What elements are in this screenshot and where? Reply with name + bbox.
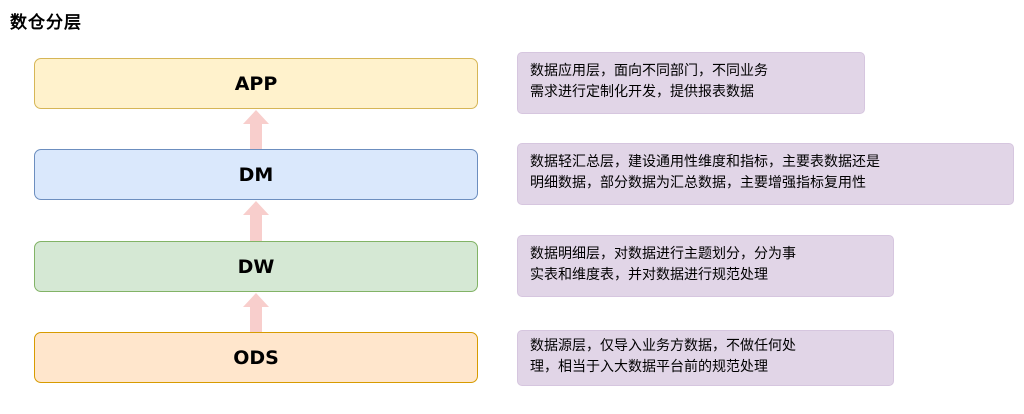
layer-dm-box: DM [34,149,478,200]
layer-dm-label: DM [238,163,274,186]
description-line: 实表和维度表，并对数据进行规范处理 [530,267,768,283]
arrow-up-icon [243,293,269,333]
description-line: 数据应用层，面向不同部门，不同业务 [530,63,768,79]
page-title: 数仓分层 [10,13,82,33]
description-ods: 数据源层，仅导入业务方数据，不做任何处 理，相当于入大数据平台前的规范处理 [517,330,894,386]
layer-dw-label: DW [237,255,275,278]
description-line: 数据明细层，对数据进行主题划分，分为事 [530,246,796,262]
layer-dw-box: DW [34,241,478,292]
description-line: 明细数据，部分数据为汇总数据，主要增强指标复用性 [530,175,866,191]
description-line: 理，相当于入大数据平台前的规范处理 [530,359,768,375]
description-line: 需求进行定制化开发，提供报表数据 [530,84,754,100]
description-app: 数据应用层，面向不同部门，不同业务 需求进行定制化开发，提供报表数据 [517,52,865,114]
layer-app-label: APP [234,72,278,95]
layer-ods-box: ODS [34,332,478,383]
description-dw: 数据明细层，对数据进行主题划分，分为事 实表和维度表，并对数据进行规范处理 [517,235,894,297]
layer-ods-label: ODS [233,346,279,369]
description-line: 数据源层，仅导入业务方数据，不做任何处 [530,338,796,354]
layer-app-box: APP [34,58,478,109]
description-line: 数据轻汇总层，建设通用性维度和指标，主要表数据还是 [530,154,880,170]
description-dm: 数据轻汇总层，建设通用性维度和指标，主要表数据还是 明细数据，部分数据为汇总数据… [517,143,1014,205]
arrow-up-icon [243,201,269,241]
arrow-up-icon [243,110,269,150]
